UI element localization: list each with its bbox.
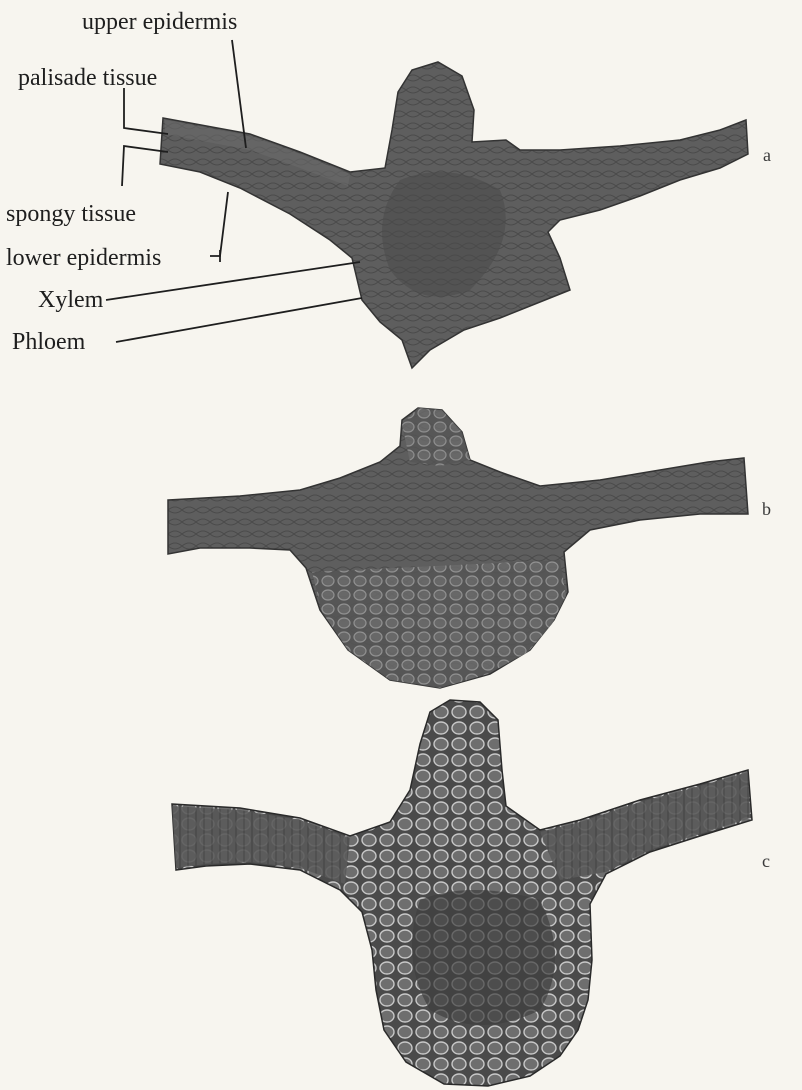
label-xylem: Xylem [38,288,103,312]
label-palisade-tissue: palisade tissue [18,66,157,90]
leaf-section-b-lower-cells [312,560,566,688]
leaf-section-b-top-cells [402,408,470,466]
figure-label-c: c [762,852,770,870]
leaf-section-a [160,62,748,368]
label-lower-epidermis: lower epidermis [6,246,161,270]
leader-palisade-tissue [124,88,168,134]
figure-label-a: a [763,146,771,164]
leader-phloem [116,298,362,342]
figure-label-b: b [762,500,771,518]
leaf-section-c-vein [412,890,555,1025]
label-spongy-tissue: spongy tissue [6,202,136,226]
leaf-section-c-wing-left [172,806,350,884]
label-phloem: Phloem [12,330,85,354]
leaf-section-c [172,700,752,1086]
label-upper-epidermis: upper epidermis [82,10,237,34]
leaf-section-c-wing-right [540,772,750,880]
leaf-section-b [168,408,748,688]
leader-lower-epidermis [210,192,228,256]
